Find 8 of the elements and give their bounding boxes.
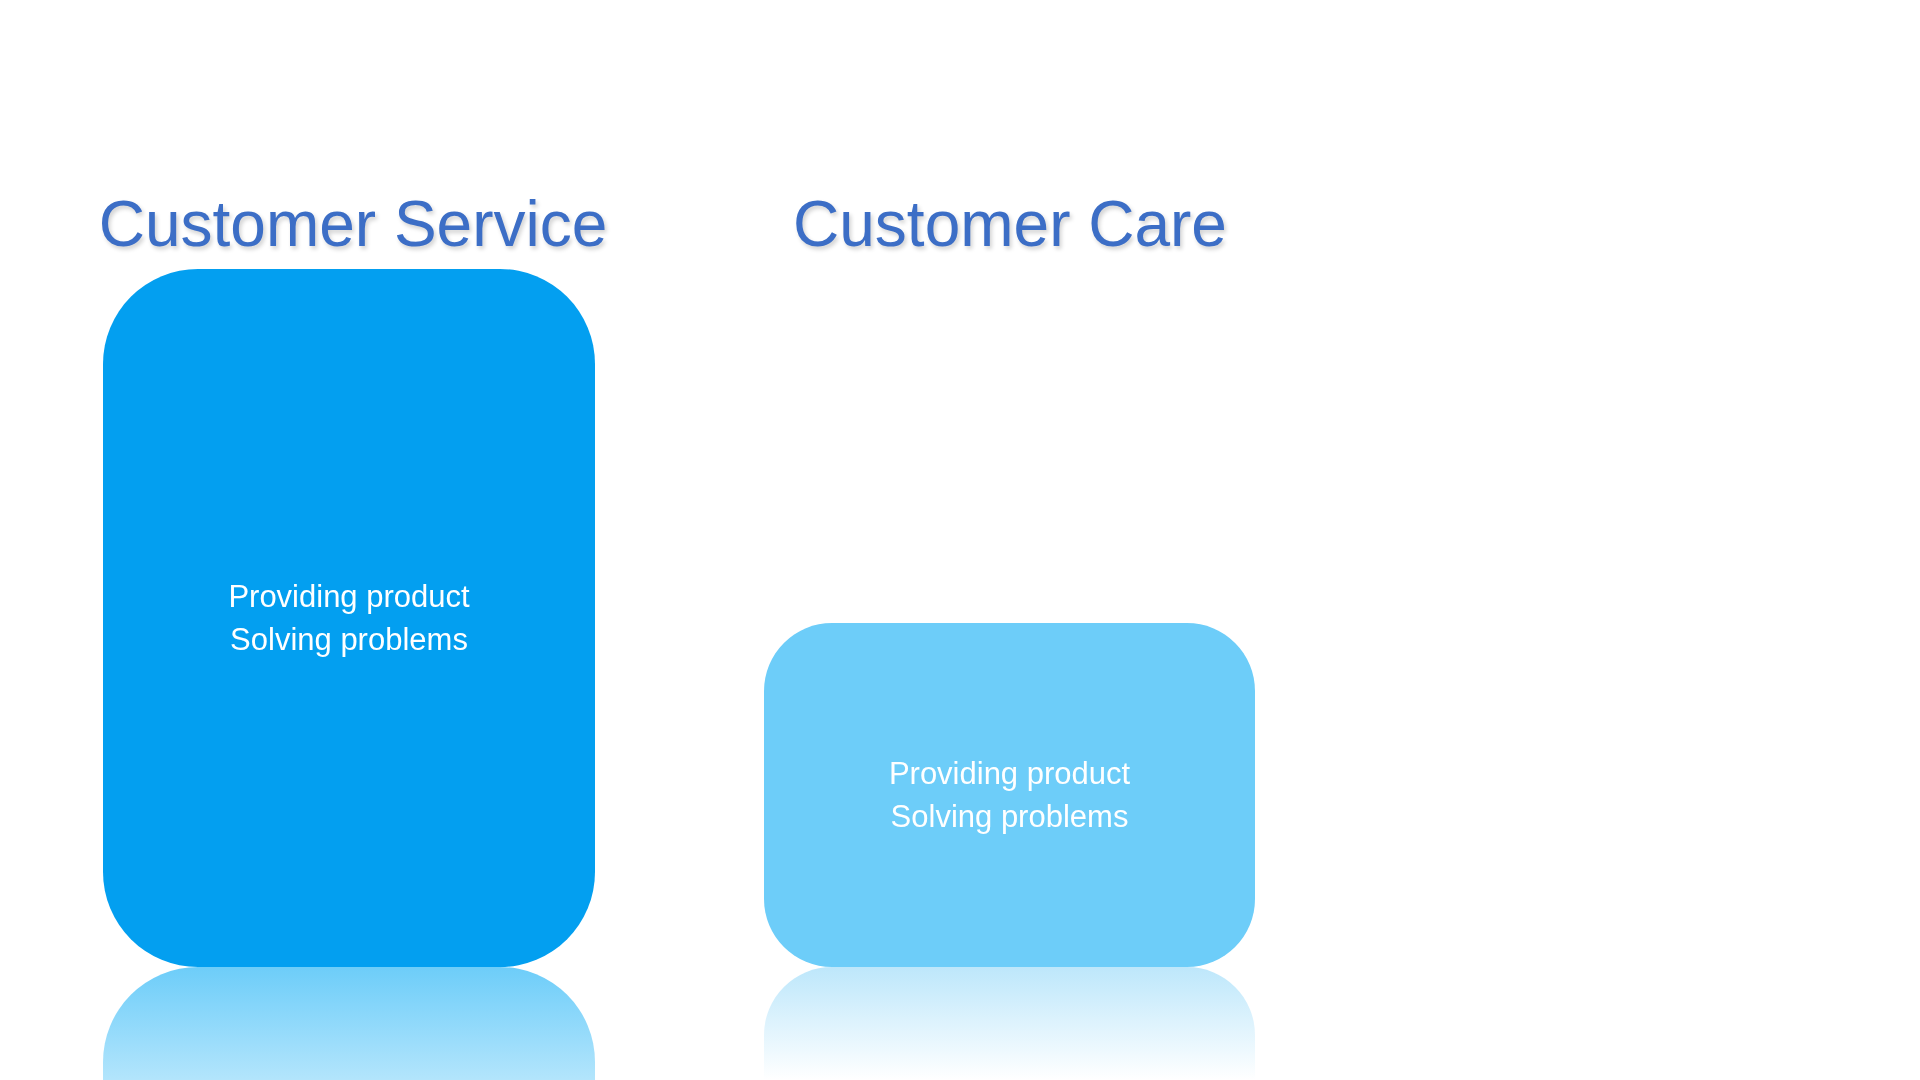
- rounded-panel: [764, 623, 1255, 967]
- body-text: Providing product: [888, 755, 1131, 793]
- body-text: Solving problems: [230, 621, 468, 659]
- rounded-panel: [103, 269, 595, 967]
- column-heading: Customer Service: [98, 187, 608, 262]
- body-text: Solving problems: [890, 798, 1129, 836]
- column-heading: Customer Care: [793, 187, 1227, 262]
- body-text: Providing product: [228, 578, 470, 616]
